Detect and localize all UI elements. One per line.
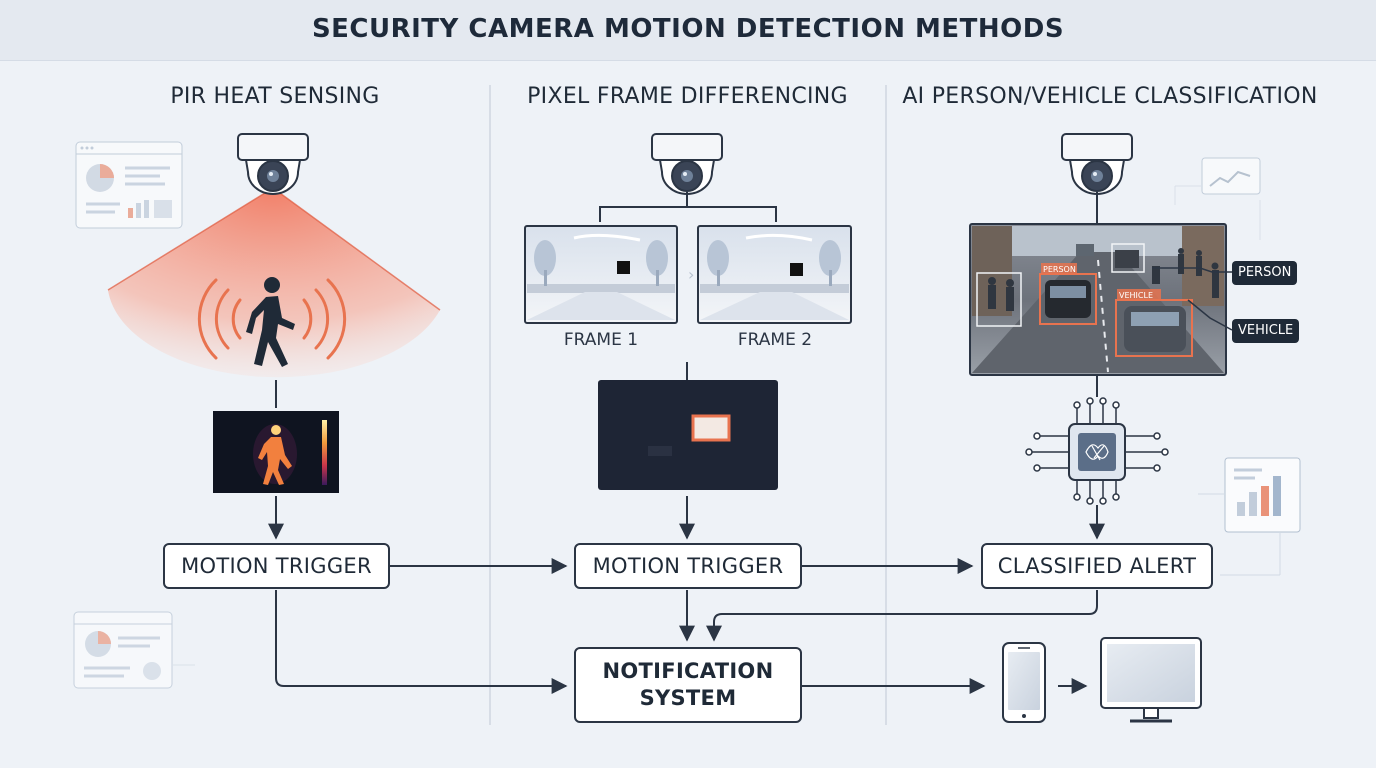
column-title-pixel: PIXEL FRAME DIFFERENCING [527, 84, 848, 109]
vehicle-detection-label: VEHICLE [1119, 291, 1153, 300]
notification-system-line1: NOTIFICATION [602, 659, 774, 683]
frame-2-image [697, 225, 852, 324]
camera-icon-pixel [651, 133, 723, 195]
line-chart-widget-icon [1174, 157, 1261, 240]
camera-icon-pir [237, 133, 309, 195]
difference-image [598, 380, 778, 490]
dashboard-widget-icon-bottom-left [73, 611, 195, 689]
frame-compare-chevron: › [688, 265, 694, 284]
heat-waves-icon [197, 278, 347, 360]
bar-chart-widget-icon [1198, 457, 1301, 576]
frame-2-label: FRAME 2 [737, 330, 813, 350]
frame-1-label: FRAME 1 [563, 330, 639, 350]
smartphone-icon [1002, 642, 1046, 723]
title-bar: SECURITY CAMERA MOTION DETECTION METHODS [0, 0, 1376, 61]
notification-system-line2: SYSTEM [639, 686, 737, 710]
ai-chip-icon [1025, 397, 1169, 505]
street-scene-image: PERSON VEHICLE [969, 223, 1227, 376]
camera-icon-ai [1061, 133, 1133, 195]
motion-trigger-pir-box: MOTION TRIGGER [163, 543, 390, 589]
person-detection-label: PERSON [1043, 265, 1076, 274]
frame-1-image [524, 225, 678, 324]
column-title-ai: AI PERSON/VEHICLE CLASSIFICATION [902, 84, 1318, 109]
walking-person-icon [246, 277, 295, 367]
person-tag: PERSON [1232, 261, 1298, 285]
motion-trigger-pixel-box: MOTION TRIGGER [574, 543, 802, 589]
thermal-image [213, 411, 339, 493]
dashboard-widget-icon-top-left [75, 141, 183, 229]
diagram-title: SECURITY CAMERA MOTION DETECTION METHODS [311, 14, 1065, 44]
desktop-monitor-icon [1100, 637, 1202, 723]
classified-alert-box: CLASSIFIED ALERT [981, 543, 1213, 589]
column-title-pir: PIR HEAT SENSING [170, 84, 380, 109]
vehicle-tag: VEHICLE [1232, 319, 1300, 343]
notification-system-box: NOTIFICATION SYSTEM [574, 647, 802, 723]
